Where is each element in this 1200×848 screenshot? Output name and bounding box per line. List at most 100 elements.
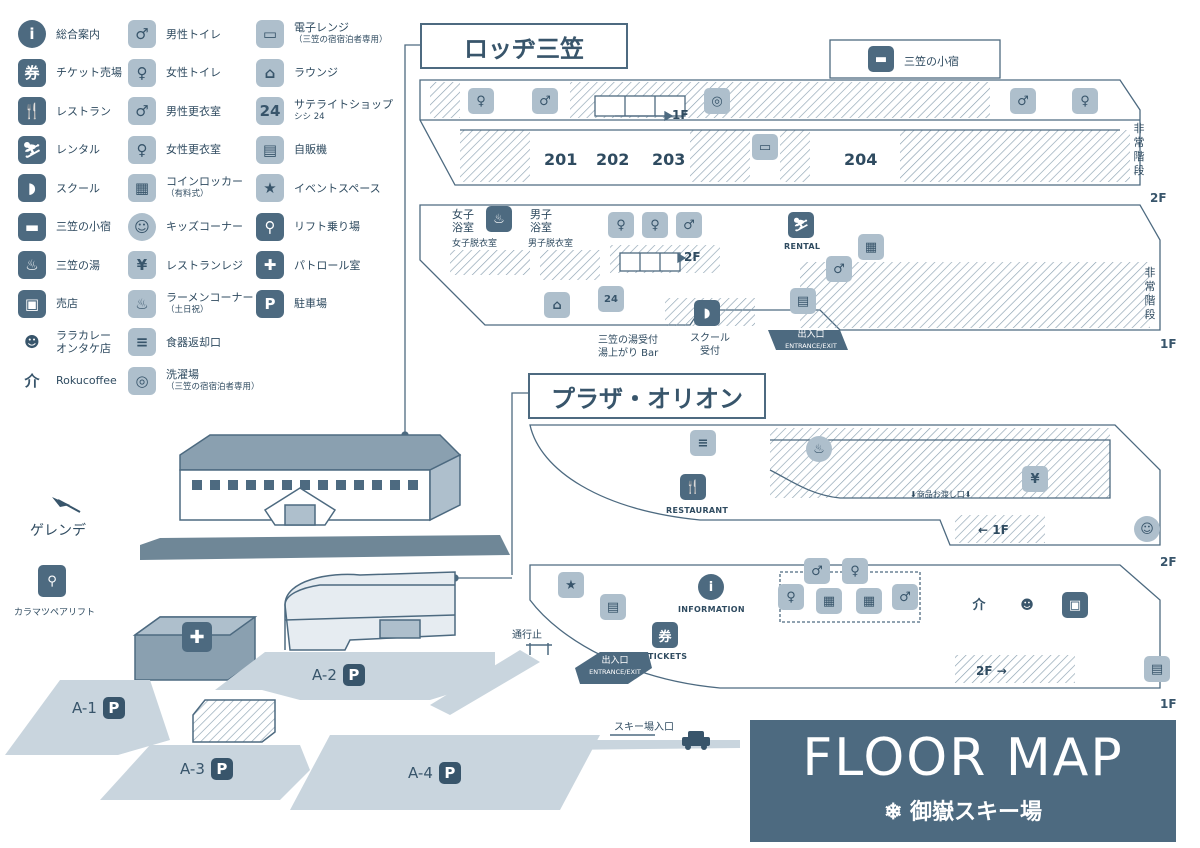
plaza-floor1-label: 1F xyxy=(1160,697,1177,711)
school-icon: ◗ xyxy=(18,174,46,202)
mens-toilet-icon: ♂ xyxy=(1010,88,1036,114)
legend-sublabel: （三笠の宿宿泊者専用） xyxy=(166,381,260,392)
legend-label: 駐車場 xyxy=(294,297,327,310)
rental-icon: ⛷ xyxy=(788,212,814,238)
patrol-cross-icon: ✚ xyxy=(182,622,212,652)
roku-coffee-icon: 介 xyxy=(972,597,986,613)
tickets-label: TICKETS xyxy=(648,652,688,661)
coin-locker-icon: ▦ xyxy=(128,174,156,202)
mens-bath-label: 男子 浴室 xyxy=(530,208,552,234)
shop-bag-icon: ▣ xyxy=(18,289,46,318)
legend-item: ♀女性トイレ xyxy=(128,58,221,87)
yu-reception-label: 三笠の湯受付 湯上がり Bar xyxy=(598,335,659,359)
microwave-icon: ▭ xyxy=(256,20,284,48)
mens-changing-icon: ♂ xyxy=(128,97,156,125)
school-icon: ◗ xyxy=(694,300,720,326)
lodge-stairs-down: 1F xyxy=(672,108,689,122)
curry-shop-icon: ☻ xyxy=(1020,597,1034,613)
lodge-building xyxy=(179,434,462,526)
emergency-stairs-label-2f: 非常階段 xyxy=(1133,122,1145,177)
microwave-icon: ▭ xyxy=(752,134,778,160)
coin-locker-icon: ▦ xyxy=(858,234,884,260)
plaza-building xyxy=(284,571,456,651)
womens-toilet-icon: ♀ xyxy=(642,212,668,238)
womens-toilet-icon: ♀ xyxy=(468,88,494,114)
roku-coffee-icon: 介 xyxy=(24,372,40,390)
event-space-icon: ★ xyxy=(558,572,584,598)
coin-locker-icon: ▦ xyxy=(816,588,842,614)
legend-label: 男性更衣室 xyxy=(166,104,221,118)
floor-map-banner: FLOOR MAP ❄ 御嶽スキー場 xyxy=(750,720,1176,842)
road-barrier xyxy=(526,643,655,736)
legend-label: キッズコーナー xyxy=(166,220,243,233)
legend-item: ♂男性トイレ xyxy=(128,20,221,48)
no-entry-label: 通行止 xyxy=(512,630,542,641)
legend-item: ◗スクール xyxy=(18,174,100,202)
lift-icon: ⚲ xyxy=(256,212,284,241)
legend-label: 洗濯場（三笠の宿宿泊者専用） xyxy=(166,367,260,392)
womens-toilet-icon: ♀ xyxy=(778,584,804,610)
mens-dressing-label: 男子脱衣室 xyxy=(528,239,574,249)
womens-toilet-icon: ♀ xyxy=(1072,88,1098,114)
ramen-icon: ♨ xyxy=(128,289,156,318)
plaza-floor2 xyxy=(529,424,1161,546)
legend-sublabel: シシ 24 xyxy=(294,112,325,122)
lodge-entrance-tag xyxy=(768,330,848,350)
plaza-stairs-up: 2F → xyxy=(976,664,1007,678)
school-reception-label: スクール 受付 xyxy=(690,333,730,357)
legend-label: 売店 xyxy=(56,297,78,310)
legend-label: レンタル xyxy=(56,143,100,156)
legend-item: ◎洗濯場（三笠の宿宿泊者専用） xyxy=(128,366,260,395)
legend-label: 女性トイレ xyxy=(166,66,221,79)
koyado-bed-icon: ▬ xyxy=(868,46,894,72)
vending-machine-icon: ▤ xyxy=(1144,656,1170,682)
legend-item: ¥レストランレジ xyxy=(128,251,243,279)
legend-item: P 駐車場 xyxy=(256,289,327,318)
vending-machine-icon: ▤ xyxy=(600,594,626,620)
legend-item: ⚲ リフト乗り場 xyxy=(256,212,360,241)
lounge-sofa-icon: ⌂ xyxy=(544,292,570,318)
lodge-bed-icon: ▬ xyxy=(18,212,46,241)
product-pass-label: ⬇商品お渡し口⬇ xyxy=(910,490,972,499)
legend-sublabel: （有料式） xyxy=(166,189,209,199)
legend-label: パトロール室 xyxy=(294,258,361,272)
plaza-floor2-label: 2F xyxy=(1160,555,1177,569)
laundry-icon: ◎ xyxy=(704,88,730,114)
restaurant-register-icon: ¥ xyxy=(1022,466,1048,492)
parking-icon: P xyxy=(256,289,284,318)
car-icon xyxy=(682,731,710,750)
plaza-title: プラザ・オリオン xyxy=(528,373,766,419)
coin-locker-icon: ▦ xyxy=(856,588,882,614)
lodge-floor2-label: 2F xyxy=(1150,191,1167,205)
legend-label: コインロッカー（有料式） xyxy=(166,175,243,199)
lodge-floor1-label: 1F xyxy=(1160,337,1177,351)
legend-label: リフト乗り場 xyxy=(294,220,360,233)
legend-item: ≡食器返却口 xyxy=(128,328,221,356)
hill-strip xyxy=(140,535,510,560)
legend-item: ▤ 自販機 xyxy=(256,135,327,164)
legend-item: ✚ パトロール室 xyxy=(256,251,360,279)
legend-sublabel: （三笠の宿宿泊者専用） xyxy=(294,35,388,45)
patrol-cross-icon: ✚ xyxy=(256,251,284,279)
satellite-shop-icon: 24 xyxy=(598,286,624,312)
kids-corner-icon: ☺ xyxy=(128,212,156,241)
legend-label: 自販機 xyxy=(294,143,327,156)
legend-item: ♀女性更衣室 xyxy=(128,135,221,164)
kids-corner-icon: ☺ xyxy=(1134,516,1160,542)
hot-spring-icon: ♨ xyxy=(486,206,512,232)
legend-sublabel: （土日祝） xyxy=(166,304,209,315)
vending-machine-icon: ▤ xyxy=(256,135,284,164)
legend-label: 電子レンジ（三笠の宿宿泊者専用） xyxy=(294,21,388,45)
information-icon: i xyxy=(698,574,724,600)
vending-machine-icon: ▤ xyxy=(790,288,816,314)
room-204: 204 xyxy=(844,150,878,169)
womens-changing-icon: ♀ xyxy=(608,212,634,238)
lodge-floor2 xyxy=(419,39,1141,186)
ramen-icon: ♨ xyxy=(806,436,832,462)
